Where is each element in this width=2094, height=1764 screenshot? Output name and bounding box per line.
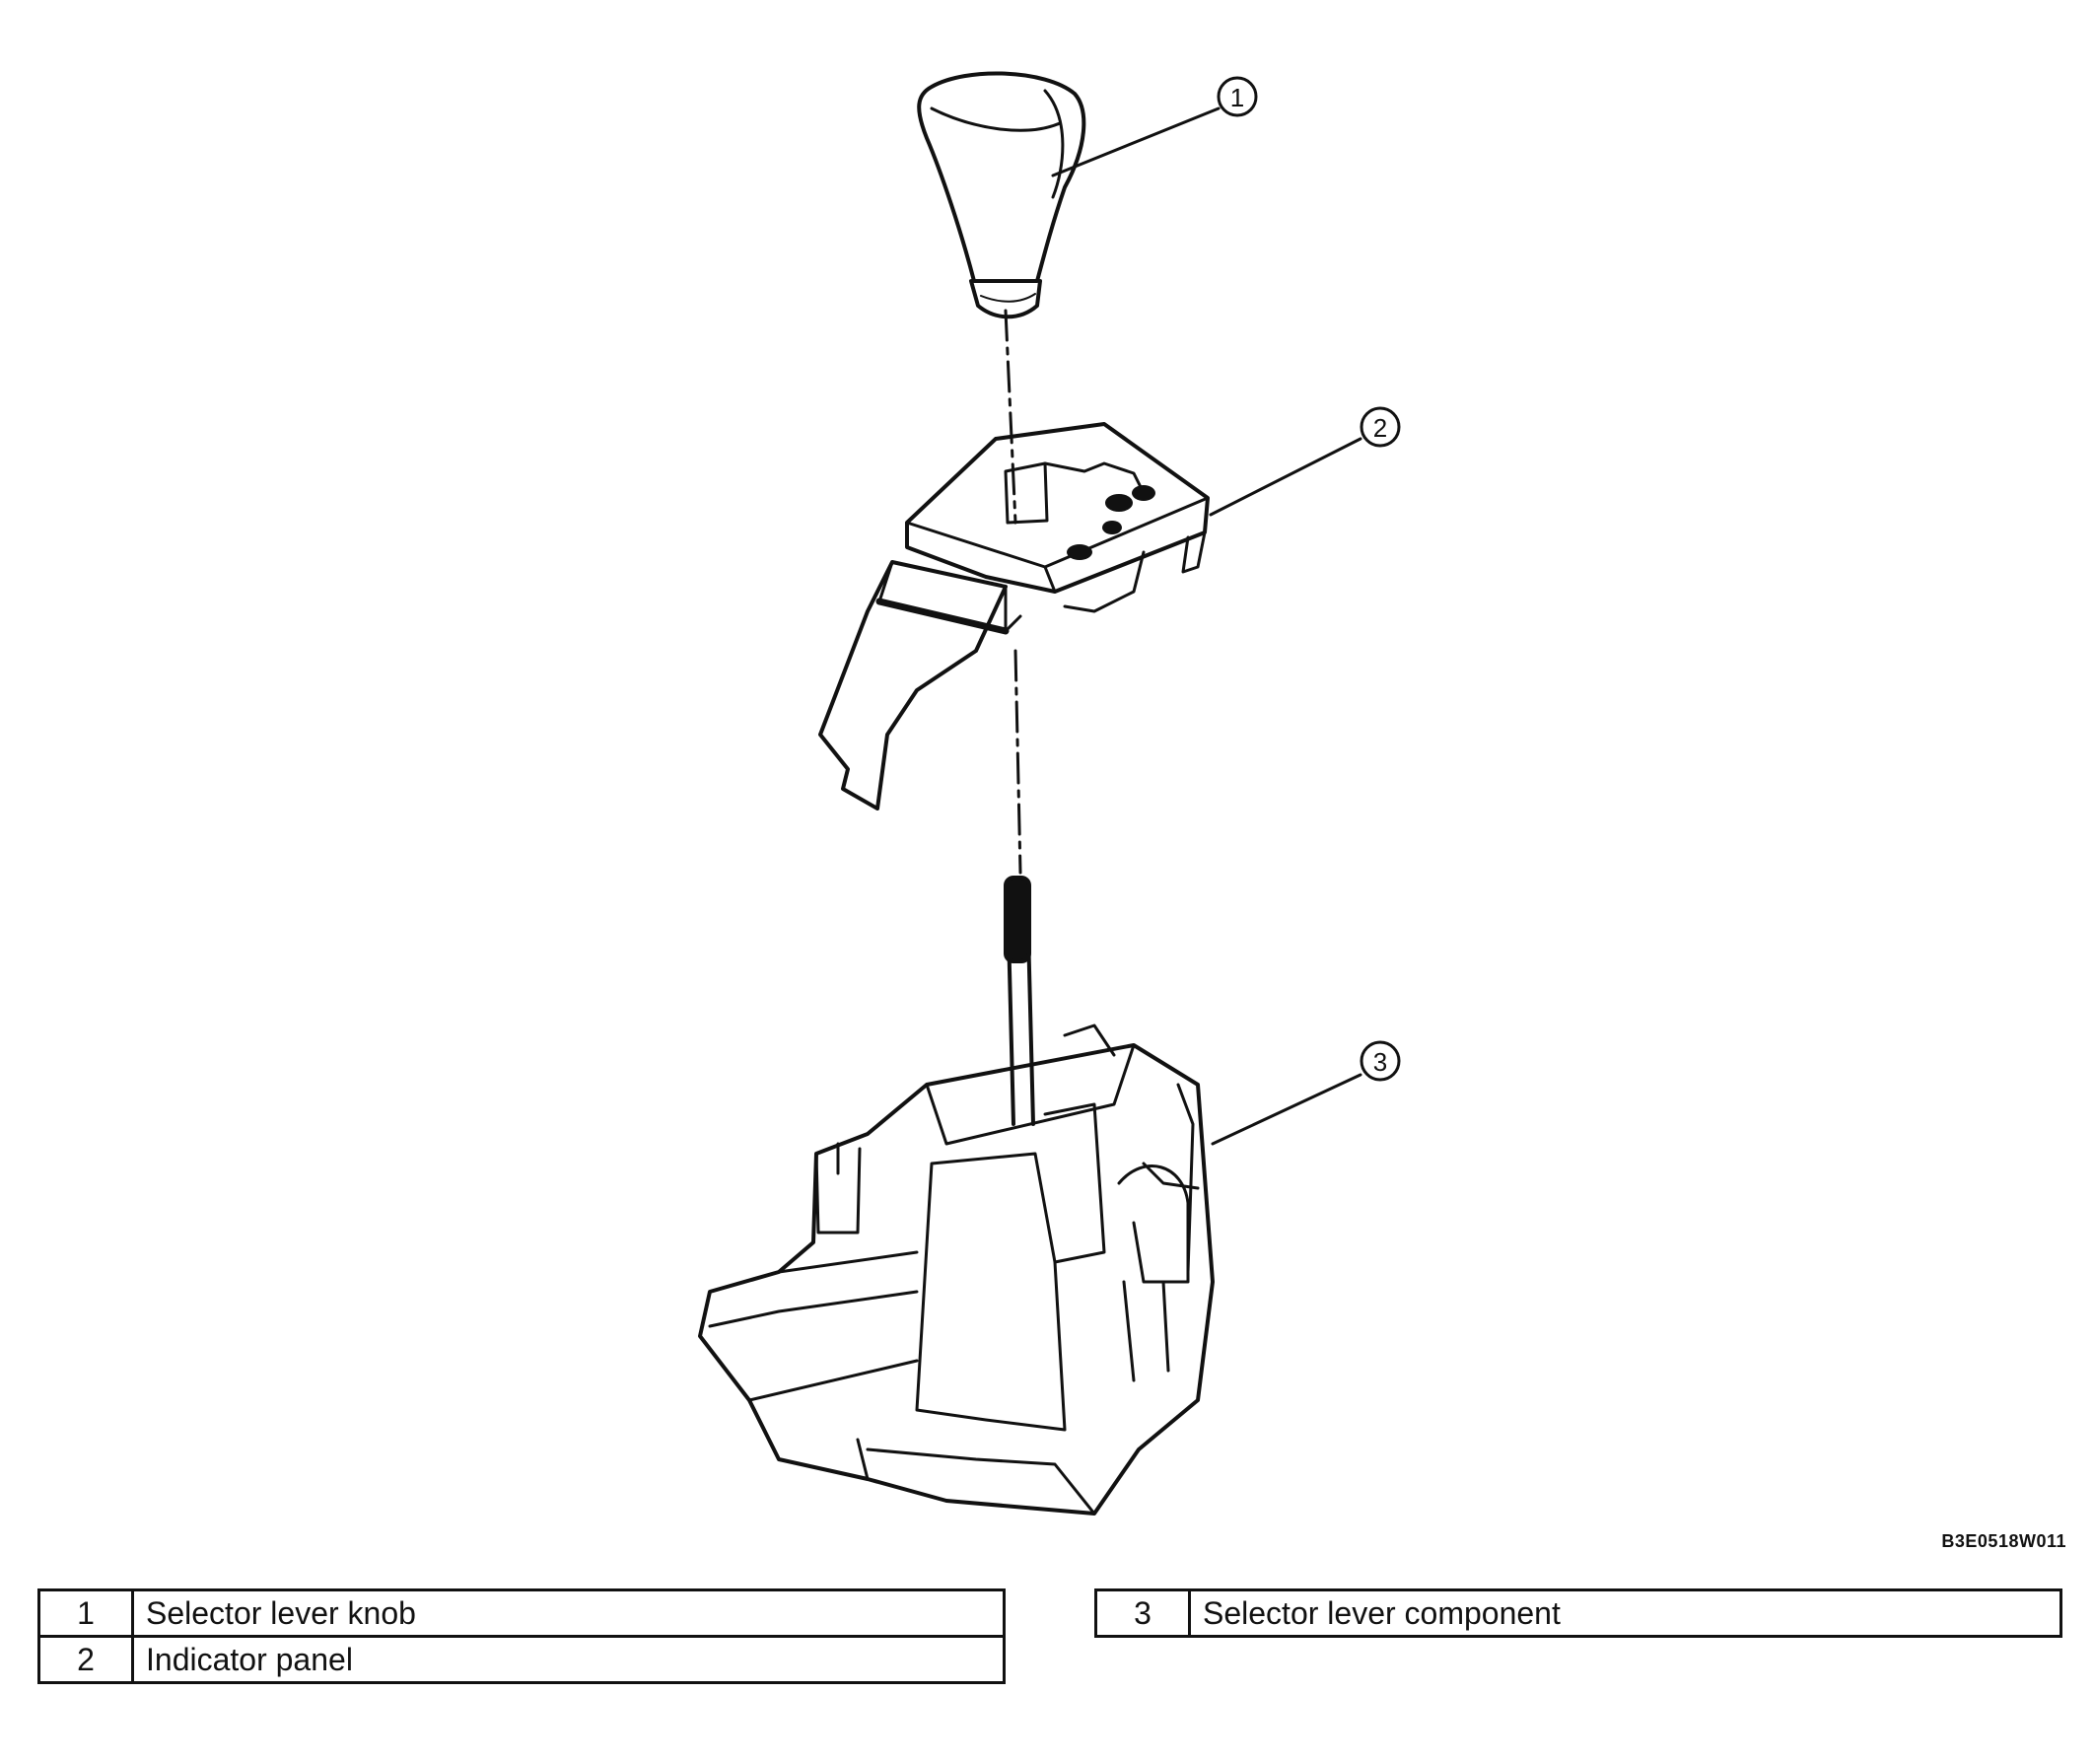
legend-number: 1: [37, 1588, 134, 1638]
legend-row: 1 Selector lever knob: [37, 1588, 1006, 1638]
callout-1: 1: [1230, 83, 1244, 112]
callout-2: 2: [1373, 413, 1387, 443]
assembly-centerlines: [1004, 309, 1022, 875]
legend-table-left: 1 Selector lever knob 2 Indicator panel: [37, 1588, 1006, 1684]
legend-row: 2 Indicator panel: [37, 1635, 1006, 1684]
leader-lines: [1051, 106, 1362, 1146]
callout-2-circle: [1360, 406, 1401, 448]
indicator-panel-drawing: [818, 422, 1210, 811]
figure-code: B3E0518W011: [1941, 1531, 2066, 1551]
legend-label: Indicator panel: [131, 1635, 1006, 1684]
legend-number: 3: [1094, 1588, 1191, 1638]
callout-1-circle: [1217, 76, 1258, 117]
legend-label: Selector lever knob: [131, 1588, 1006, 1638]
callout-3: 3: [1373, 1047, 1387, 1077]
selector-lever-knob-drawing: [917, 71, 1086, 319]
legend-label: Selector lever component: [1188, 1588, 2062, 1638]
selector-lever-component-drawing: [698, 876, 1215, 1516]
legend-row: 3 Selector lever component: [1094, 1588, 2062, 1638]
legend-table-right: 3 Selector lever component: [1094, 1588, 2062, 1638]
callout-3-circle: [1360, 1040, 1401, 1082]
legend-number: 2: [37, 1635, 134, 1684]
